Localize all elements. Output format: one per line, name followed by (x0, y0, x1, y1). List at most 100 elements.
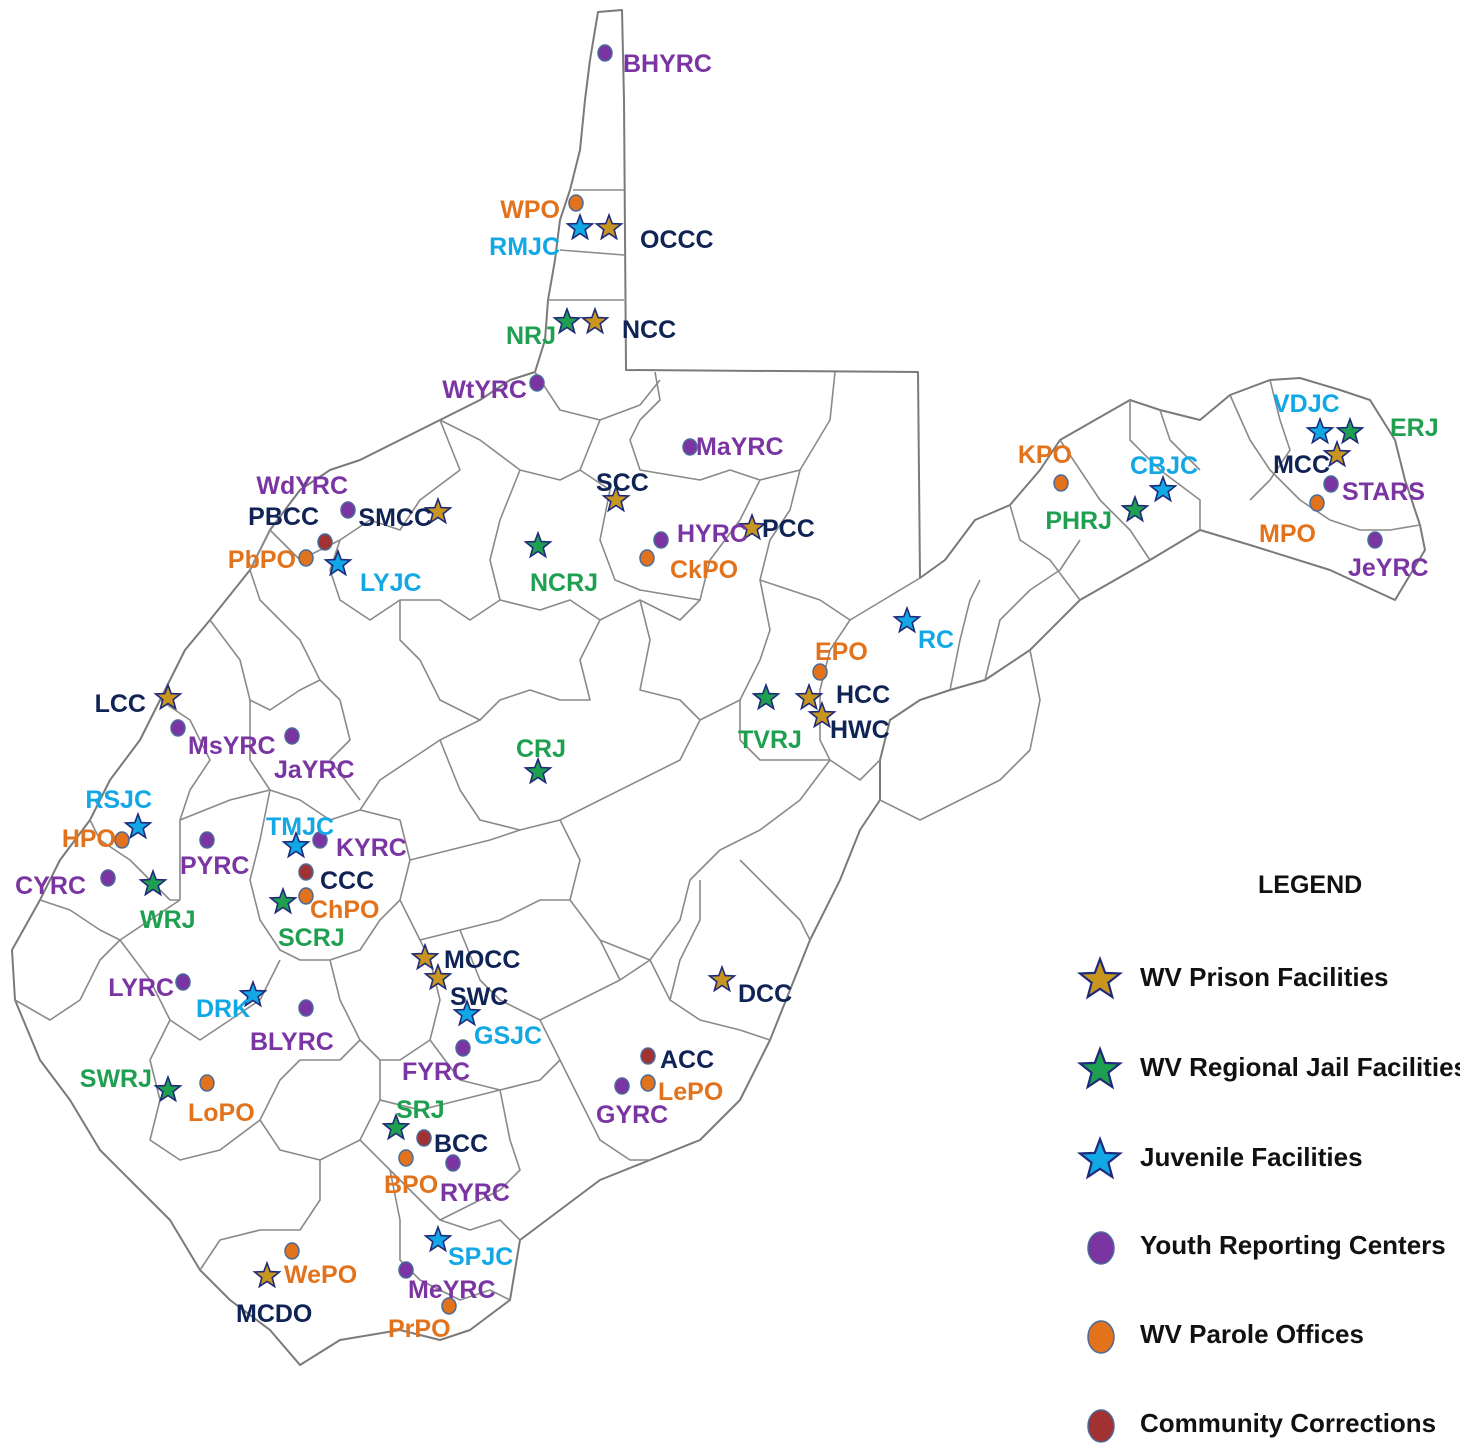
marker-lyrc-dot-icon (175, 973, 191, 991)
marker-scrj-star-icon (268, 886, 298, 915)
legend-community-label: Community Corrections (1140, 1408, 1436, 1438)
marker-hcc-star-icon (794, 682, 824, 711)
label-epo: EPO (815, 638, 868, 666)
label-kpo: KPO (1018, 441, 1072, 469)
marker-wtyrc-dot-icon (529, 374, 545, 392)
marker-meyrc-dot-icon (398, 1261, 414, 1279)
label-pbcc: PBCC (248, 503, 319, 531)
label-lcc: LCC (95, 690, 146, 718)
label-pcc: PCC (762, 515, 815, 543)
marker-blyrc-dot-icon (298, 999, 314, 1017)
label-lepo: LePO (658, 1078, 723, 1106)
label-chpo: ChPO (310, 896, 379, 924)
state-outline (11, 9, 1426, 1366)
label-jayrc: JaYRC (274, 756, 355, 784)
marker-rc-star-icon (892, 605, 922, 634)
label-blyrc: BLYRC (250, 1028, 334, 1056)
marker-hwc-star-icon (807, 700, 837, 729)
label-swc: SWC (450, 983, 508, 1011)
label-mcc: MCC (1273, 451, 1330, 479)
marker-crj-star-icon (523, 756, 553, 785)
marker-pbpo-dot-icon (298, 549, 314, 567)
label-nrj: NRJ (506, 322, 556, 350)
marker-lopo-dot-icon (199, 1074, 215, 1092)
marker-jayrc-dot-icon (284, 727, 300, 745)
facility-markers (100, 44, 1383, 1315)
marker-bpo-dot-icon (398, 1149, 414, 1167)
marker-wpo-dot-icon (568, 194, 584, 212)
legend-items: WV Prison Facilities WV Regional Jail Fac… (1076, 955, 1460, 1443)
label-bcc: BCC (434, 1130, 488, 1158)
label-crj: CRJ (516, 735, 566, 763)
label-ckpo: CkPO (670, 556, 738, 584)
marker-ncrj-star-icon (523, 530, 553, 559)
label-wrj: WRJ (140, 906, 196, 934)
marker-smcc-star-icon (423, 496, 453, 525)
marker-drk-star-icon (238, 979, 268, 1008)
marker-cbjc-star-icon (1148, 474, 1178, 503)
label-gyrc: GYRC (596, 1101, 668, 1129)
marker-ckpo-dot-icon (639, 549, 655, 567)
label-ryrc: RYRC (440, 1179, 510, 1207)
label-pbpo: PbPO (228, 546, 296, 574)
label-rsjc: RSJC (85, 786, 152, 814)
marker-swc-star-icon (423, 962, 453, 991)
label-mayrc: MaYRC (696, 433, 784, 461)
marker-acc-dot-icon (640, 1047, 656, 1065)
marker-lcc-star-icon (153, 682, 183, 711)
marker-epo-dot-icon (812, 663, 828, 681)
label-ccc: CCC (320, 867, 374, 895)
marker-erj-star-icon (1335, 416, 1365, 445)
label-hyrc: HYRC (677, 520, 748, 548)
legend-prison-label: WV Prison Facilities (1140, 962, 1389, 992)
label-dcc: DCC (738, 980, 792, 1008)
label-fyrc: FYRC (402, 1058, 470, 1086)
label-ncrj: NCRJ (530, 569, 598, 597)
label-vdjc: VDJC (1273, 390, 1340, 418)
label-bpo: BPO (384, 1171, 438, 1199)
marker-bcc-dot-icon (416, 1129, 432, 1147)
marker-kyrc-dot-icon (312, 831, 328, 849)
marker-vdjc-star-icon (1305, 416, 1335, 445)
marker-lyjc-star-icon (323, 548, 353, 577)
marker-rsjc-star-icon (123, 811, 153, 840)
label-hpo: HPO (62, 825, 116, 853)
marker-wdyrc-dot-icon (340, 501, 356, 519)
label-occc: OCCC (640, 226, 714, 254)
label-ncc: NCC (622, 316, 676, 344)
label-smcc: SMCC (358, 504, 432, 532)
marker-dcc-star-icon (707, 964, 737, 993)
legend-community-dot-icon (1087, 1409, 1115, 1443)
marker-srj-star-icon (381, 1112, 411, 1141)
label-cbjc: CBJC (1130, 452, 1198, 480)
label-jeyrc: JeYRC (1348, 554, 1429, 582)
legend-juvenile-star-icon (1076, 1135, 1124, 1180)
marker-swrj-star-icon (153, 1074, 183, 1103)
marker-mocc-star-icon (410, 942, 440, 971)
county-boundaries (14, 189, 1421, 1301)
label-gsjc: GSJC (474, 1022, 542, 1050)
legend-youth-dot-icon (1087, 1231, 1115, 1265)
label-acc: ACC (660, 1046, 714, 1074)
legend-juvenile-label: Juvenile Facilities (1140, 1142, 1363, 1172)
label-swrj: SWRJ (80, 1065, 152, 1093)
marker-ncc-star-icon (580, 306, 610, 335)
legend-parole-dot-icon (1087, 1320, 1115, 1354)
label-tmjc: TMJC (266, 813, 334, 841)
label-lyrc: LYRC (108, 974, 174, 1002)
label-scc: SCC (596, 469, 649, 497)
marker-chpo-dot-icon (298, 887, 314, 905)
marker-rmjc-star-icon (565, 212, 595, 241)
marker-spjc-star-icon (423, 1224, 453, 1253)
marker-phrj-star-icon (1120, 494, 1150, 523)
label-meyrc: MeYRC (408, 1276, 496, 1304)
label-rmjc: RMJC (489, 233, 560, 261)
label-lopo: LoPO (188, 1099, 255, 1127)
label-cyrc: CYRC (15, 872, 86, 900)
label-wdyrc: WdYRC (256, 472, 348, 500)
marker-ryrc-dot-icon (445, 1154, 461, 1172)
marker-occc-star-icon (594, 212, 624, 241)
legend-jail-label: WV Regional Jail Facilities (1140, 1052, 1460, 1082)
